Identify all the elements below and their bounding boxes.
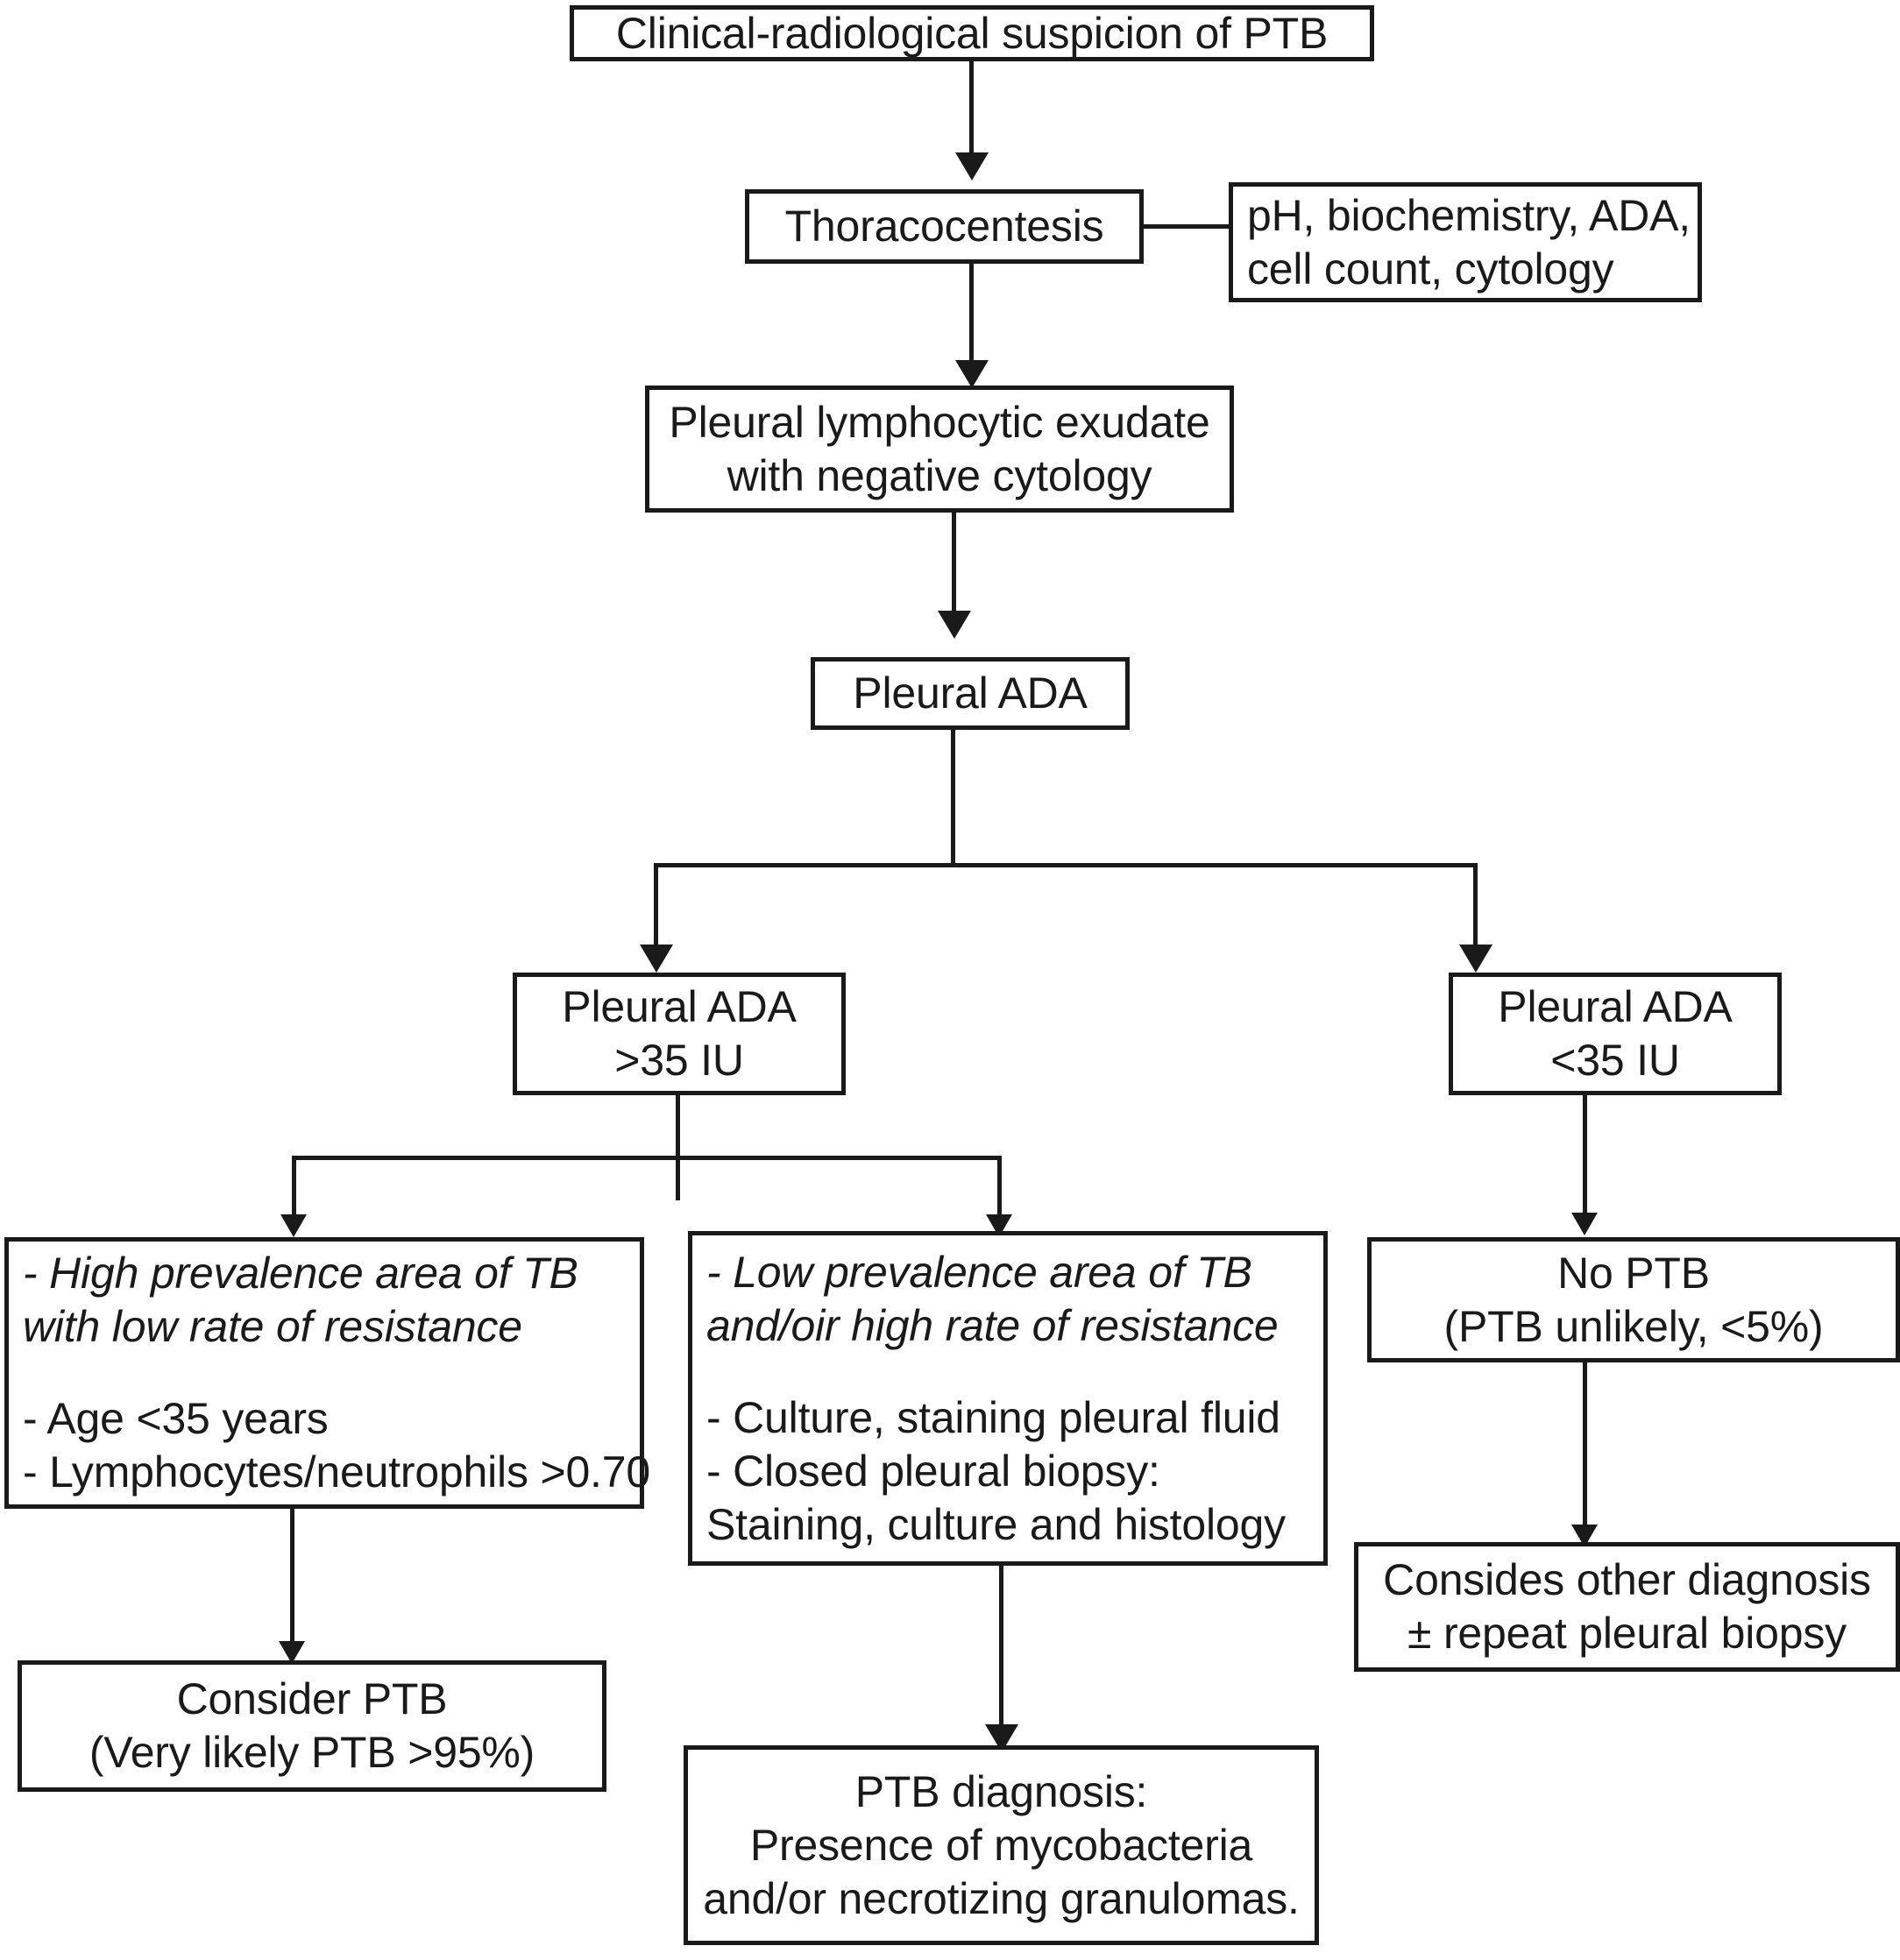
node-clinical-suspicion-line1: Clinical-radiological suspicion of PTB [615, 8, 1329, 58]
edge-ada-bus [654, 863, 1478, 867]
node-no-ptb-line1: No PTB [1557, 1248, 1710, 1298]
edge-no-ptb-to-other-diagnosis [1583, 1362, 1587, 1529]
node-low-prevalence-line2: and/oir high rate of resistance [706, 1300, 1279, 1350]
node-consider-ptb[interactable]: Consider PTB (Very likely PTB >95%) [18, 1660, 606, 1792]
node-ada-low[interactable]: Pleural ADA <35 IU [1449, 973, 1782, 1095]
node-low-prevalence-line3: - Culture, staining pleural fluid [706, 1392, 1280, 1442]
node-other-diagnosis[interactable]: Consides other diagnosis ± repeat pleura… [1354, 1542, 1900, 1672]
edge-ada-high-stem [676, 1095, 680, 1200]
edge-ada-high-to-high-prevalence [292, 1156, 296, 1220]
node-pleural-exudate[interactable]: Pleural lymphocytic exudate with negativ… [645, 386, 1234, 513]
node-consider-ptb-line2: (Very likely PTB >95%) [89, 1728, 535, 1777]
node-ada-low-line1: Pleural ADA [1498, 982, 1733, 1031]
node-high-prevalence-line2: with low rate of resistance [23, 1302, 522, 1351]
node-ptb-diagnosis-line2: Presence of mycobacteria [749, 1820, 1253, 1870]
node-other-diagnosis-line2: ± repeat pleural biopsy [1407, 1609, 1847, 1658]
edge-ada-high-bus [292, 1156, 1002, 1160]
arrowhead-exudate [955, 360, 989, 388]
node-high-prevalence-line1: - High prevalence area of TB [23, 1249, 578, 1298]
node-ada-high-line2: >35 IU [614, 1036, 744, 1085]
node-ada-low-line2: <35 IU [1550, 1036, 1680, 1085]
node-pleural-fluid-tests[interactable]: pH, biochemistry, ADA, cell count, cytol… [1229, 182, 1702, 302]
node-ptb-diagnosis[interactable]: PTB diagnosis: Presence of mycobacteria … [684, 1745, 1319, 1945]
arrowhead-ada-low [1459, 945, 1492, 973]
arrowhead-no-ptb [1571, 1213, 1598, 1235]
node-ptb-diagnosis-line1: PTB diagnosis: [854, 1766, 1148, 1816]
arrowhead-ada [938, 611, 971, 639]
node-thoracocentesis-line1: Thoracocentesis [784, 202, 1104, 251]
node-high-prevalence[interactable]: - High prevalence area of TB with low ra… [4, 1237, 650, 1509]
arrowhead-high-prevalence [280, 1214, 307, 1237]
edge-suspicion-to-thoracocentesis [969, 61, 974, 152]
node-no-ptb[interactable]: No PTB (PTB unlikely, <5%) [1367, 1237, 1900, 1362]
node-pleural-fluid-tests-line2: cell count, cytology [1247, 244, 1614, 294]
edge-low-prevalence-to-ptb-diagnosis [999, 1566, 1003, 1728]
node-high-prevalence-line4: - Lymphocytes/neutrophils >0.70 [23, 1447, 650, 1497]
node-other-diagnosis-line1: Consides other diagnosis [1383, 1555, 1871, 1604]
edge-high-prevalence-to-consider-ptb [290, 1509, 294, 1646]
node-clinical-suspicion[interactable]: Clinical-radiological suspicion of PTB [570, 5, 1374, 61]
node-pleural-exudate-line1: Pleural lymphocytic exudate [669, 397, 1210, 447]
node-pleural-fluid-tests-line1: pH, biochemistry, ADA, [1247, 190, 1691, 240]
edge-ada-low-to-no-ptb [1583, 1095, 1587, 1218]
arrowhead-consider-ptb [279, 1641, 305, 1664]
edge-thoracocentesis-to-exudate [969, 264, 974, 360]
arrowhead-ada-high [640, 945, 673, 973]
node-pleural-ada[interactable]: Pleural ADA [811, 657, 1130, 730]
node-low-prevalence-line5: Staining, culture and histology [706, 1499, 1286, 1549]
node-pleural-ada-line1: Pleural ADA [853, 669, 1088, 718]
edge-ada-to-ada-low [1473, 863, 1478, 945]
node-no-ptb-line2: (PTB unlikely, <5%) [1443, 1301, 1824, 1351]
node-thoracocentesis[interactable]: Thoracocentesis [745, 189, 1144, 264]
node-ada-high-line1: Pleural ADA [562, 982, 797, 1031]
edge-thoracocentesis-to-tests [1139, 224, 1232, 229]
node-ptb-diagnosis-line3: and/or necrotizing granulomas. [703, 1873, 1300, 1923]
edge-ada-to-ada-high [654, 863, 658, 945]
node-ada-high[interactable]: Pleural ADA >35 IU [513, 973, 846, 1095]
edge-ada-high-to-low-prevalence [997, 1156, 1002, 1220]
node-consider-ptb-line1: Consider PTB [176, 1674, 448, 1723]
node-low-prevalence-line4: - Closed pleural biopsy: [706, 1446, 1160, 1496]
edge-exudate-to-ada [952, 513, 956, 611]
edge-ada-stem [951, 730, 955, 863]
node-low-prevalence[interactable]: - Low prevalence area of TB and/oir high… [688, 1231, 1328, 1566]
arrowhead-thoracocentesis [955, 152, 989, 180]
node-high-prevalence-line3: - Age <35 years [23, 1394, 329, 1443]
node-low-prevalence-line1: - Low prevalence area of TB [706, 1247, 1252, 1297]
node-pleural-exudate-line2: with negative cytology [727, 450, 1152, 500]
